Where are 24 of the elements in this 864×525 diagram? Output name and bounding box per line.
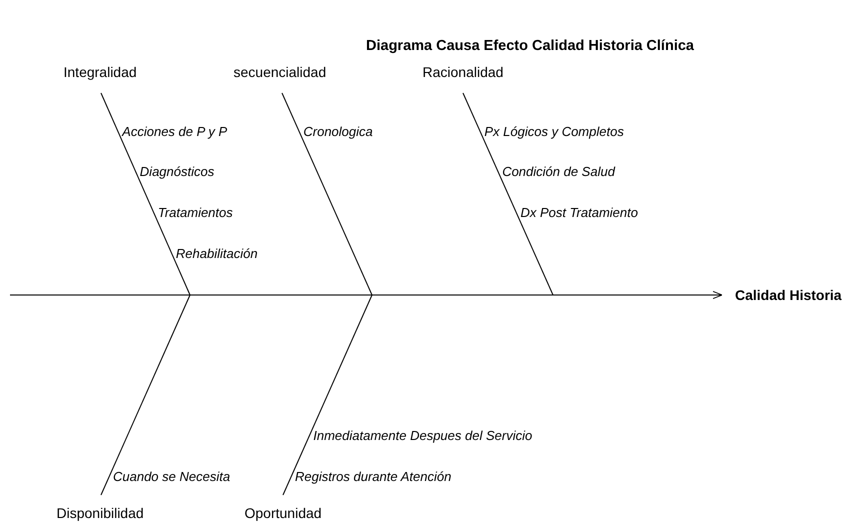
cause-label: Dx Post Tratamiento (520, 205, 638, 220)
cause-label: Diagnósticos (140, 164, 214, 179)
category-label: secuencialidad (234, 64, 326, 80)
cause-label: Rehabilitación (176, 246, 258, 261)
diagram-title: Diagrama Causa Efecto Calidad Historia Clínica (365, 38, 695, 55)
cause-label: Acciones de P y P (122, 124, 228, 139)
effect-label: Calidad Historia (735, 287, 842, 303)
cause-bone-line (100, 294, 190, 496)
category-label: Integralidad (64, 64, 137, 80)
spine-arrow (10, 290, 722, 300)
cause-label: Condición de Salud (502, 164, 615, 179)
cause-bone-line (462, 92, 554, 296)
category-label: Oportunidad (244, 505, 322, 521)
cause-bone-line (100, 92, 190, 296)
cause-bone-line (282, 294, 372, 496)
category-label: Disponibilidad (56, 505, 144, 521)
cause-label: Tratamientos (158, 205, 233, 220)
category-label: Racionalidad (422, 64, 504, 80)
cause-label: Inmediatamente Despues del Servicio (313, 428, 532, 443)
cause-bone-line (282, 92, 372, 296)
cause-label: Cronologica (303, 124, 373, 139)
cause-label: Px Lógicos y Completos (484, 124, 624, 139)
cause-label: Cuando se Necesita (113, 469, 230, 484)
cause-label: Registros durante Atención (295, 469, 452, 484)
